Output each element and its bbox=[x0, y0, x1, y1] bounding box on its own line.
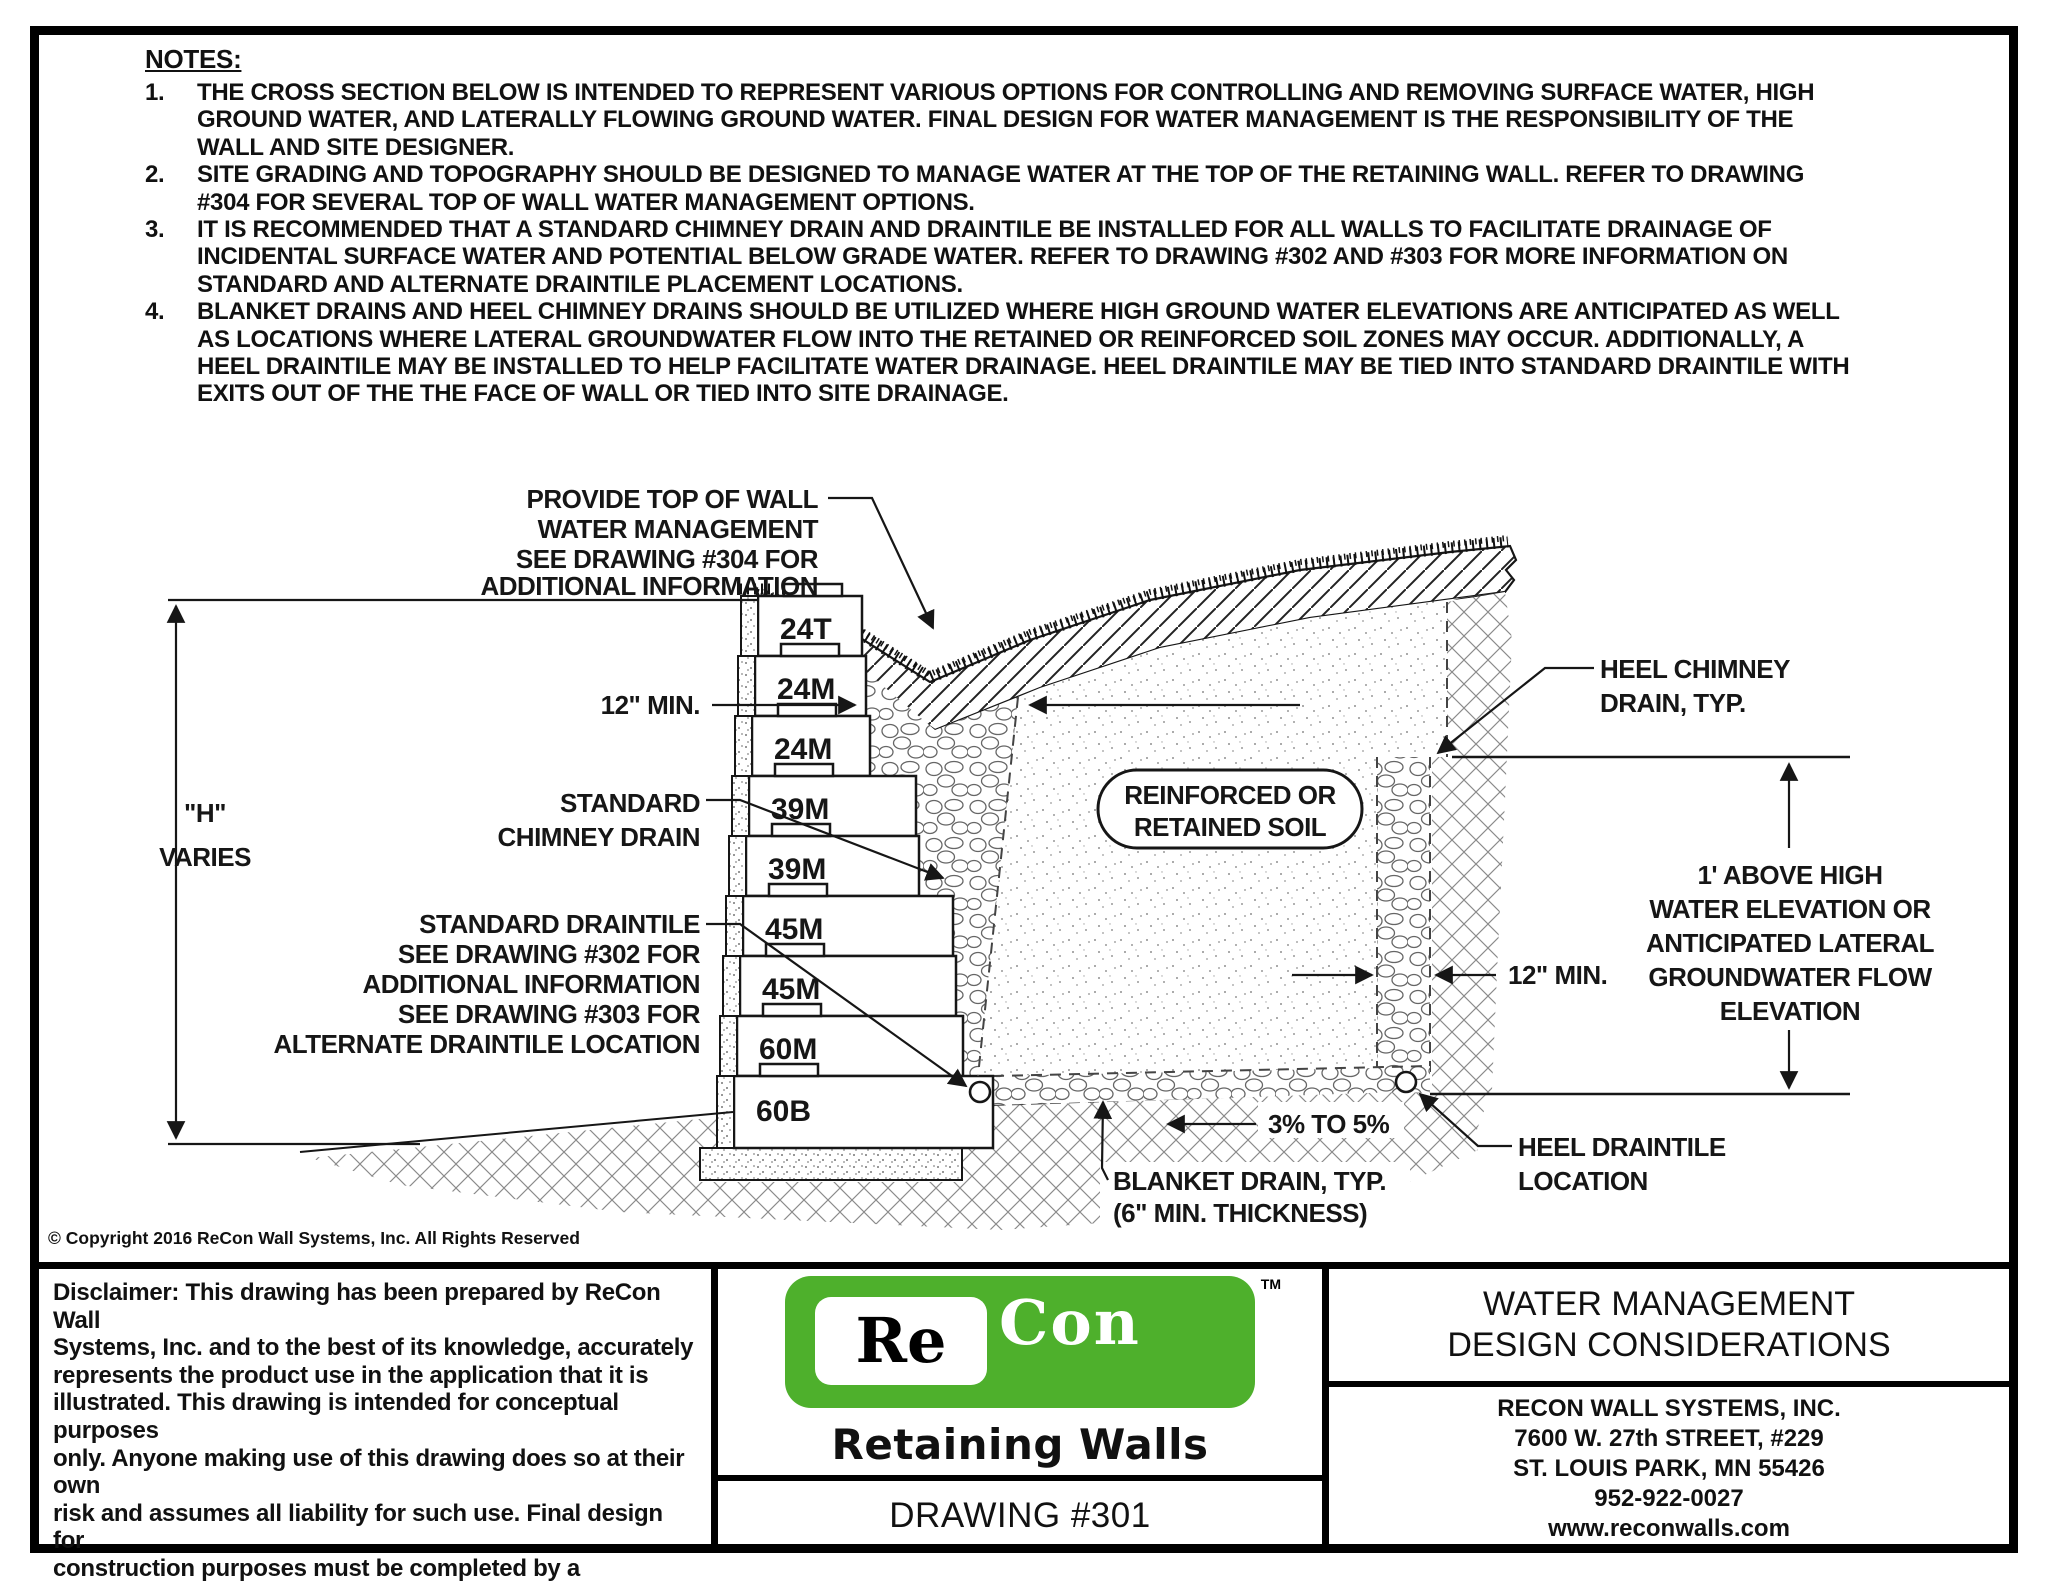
company-city: ST. LOUIS PARK, MN 55426 bbox=[1513, 1455, 1825, 1482]
svg-text:ADDITIONAL INFORMATION: ADDITIONAL INFORMATION bbox=[480, 571, 818, 601]
page-border bbox=[30, 26, 2018, 1553]
company-website: www.reconwalls.com bbox=[1548, 1515, 1790, 1542]
note-number: 4. bbox=[145, 298, 165, 326]
note-item: 1. THE CROSS SECTION BELOW IS INTENDED T… bbox=[145, 79, 1935, 161]
recon-logo-mark: Re Con TM bbox=[785, 1275, 1281, 1408]
standard-draintile-callout: STANDARD DRAINTILE SEE DRAWING #302 FOR … bbox=[273, 909, 968, 1088]
svg-text:GROUNDWATER FLOW: GROUNDWATER FLOW bbox=[1648, 962, 1932, 992]
company-address: RECON WALL SYSTEMS, INC. 7600 W. 27th ST… bbox=[1329, 1381, 2009, 1551]
svg-text:SEE DRAWING #302 FOR: SEE DRAWING #302 FOR bbox=[398, 939, 701, 969]
logo-con-text: Con bbox=[999, 1285, 1141, 1359]
block-label: 45M bbox=[765, 913, 823, 946]
min12-right-dimension: 12" MIN. bbox=[1292, 958, 1616, 992]
label-h: "H" bbox=[184, 798, 226, 828]
block-label: 45M bbox=[762, 973, 820, 1006]
standard-draintile-pipe bbox=[968, 1080, 992, 1104]
svg-text:REINFORCED OR: REINFORCED OR bbox=[1124, 780, 1336, 810]
h-dimension bbox=[166, 598, 757, 1146]
svg-text:12" MIN.: 12" MIN. bbox=[601, 690, 700, 720]
company-street: 7600 W. 27th STREET, #229 bbox=[1514, 1425, 1824, 1452]
svg-text:RETAINED SOIL: RETAINED SOIL bbox=[1134, 812, 1327, 842]
block-label: 39M bbox=[768, 853, 826, 886]
block-label: 60B bbox=[756, 1095, 811, 1128]
block-knobs bbox=[758, 582, 844, 1078]
svg-text:HEEL CHIMNEY: HEEL CHIMNEY bbox=[1600, 654, 1790, 684]
logo-re-text: Re bbox=[855, 1303, 947, 1377]
svg-text:STANDARD: STANDARD bbox=[560, 788, 700, 818]
leveling-pad bbox=[699, 1147, 963, 1181]
svg-text:ALTERNATE DRAINTILE LOCATION: ALTERNATE DRAINTILE LOCATION bbox=[273, 1029, 700, 1059]
svg-text:ADDITIONAL INFORMATION: ADDITIONAL INFORMATION bbox=[362, 969, 700, 999]
slope-callout: 3% TO 5% bbox=[1166, 1102, 1404, 1139]
note-number: 1. bbox=[145, 79, 165, 106]
heel-draintile-pipe bbox=[1394, 1070, 1418, 1094]
grade-line bbox=[299, 1111, 734, 1153]
note-text: SITE GRADING AND TOPOGRAPHY SHOULD BE DE… bbox=[197, 161, 1805, 216]
disclaimer-text: Disclaimer: This drawing has been prepar… bbox=[53, 1279, 694, 1583]
title-block: Disclaimer: This drawing has been prepar… bbox=[39, 1262, 2009, 1583]
svg-text:ANTICIPATED LATERAL: ANTICIPATED LATERAL bbox=[1646, 928, 1935, 958]
reinforced-soil-label: REINFORCED OR RETAINED SOIL bbox=[1096, 768, 1364, 850]
note-text: IT IS RECOMMENDED THAT A STANDARD CHIMNE… bbox=[197, 216, 1788, 298]
notes-section: NOTES: 1. THE CROSS SECTION BELOW IS INT… bbox=[145, 44, 1935, 408]
svg-text:DRAIN, TYP.: DRAIN, TYP. bbox=[1600, 688, 1746, 718]
svg-text:WATER ELEVATION OR: WATER ELEVATION OR bbox=[1649, 894, 1931, 924]
block-facing bbox=[716, 595, 759, 1149]
company-name: RECON WALL SYSTEMS, INC. bbox=[1497, 1395, 1841, 1422]
svg-text:PROVIDE TOP OF WALL: PROVIDE TOP OF WALL bbox=[527, 484, 819, 514]
disclaimer-box: Disclaimer: This drawing has been prepar… bbox=[39, 1269, 718, 1583]
note-text: THE CROSS SECTION BELOW IS INTENDED TO R… bbox=[197, 79, 1815, 161]
sheet-title: WATER MANAGEMENT DESIGN CONSIDERATIONS bbox=[1447, 1285, 1891, 1364]
svg-text:BLANKET DRAIN, TYP.: BLANKET DRAIN, TYP. bbox=[1113, 1166, 1386, 1196]
svg-text:SEE DRAWING #303 FOR: SEE DRAWING #303 FOR bbox=[398, 999, 701, 1029]
label-h-varies: VARIES bbox=[159, 842, 251, 872]
note-number: 2. bbox=[145, 161, 165, 189]
heel-draintile-callout: HEEL DRAINTILE LOCATION bbox=[1418, 1092, 1740, 1198]
block-label: 24T bbox=[780, 613, 832, 646]
svg-text:STANDARD DRAINTILE: STANDARD DRAINTILE bbox=[419, 909, 700, 939]
svg-text:3% TO 5%: 3% TO 5% bbox=[1268, 1109, 1390, 1139]
svg-text:ELEVATION: ELEVATION bbox=[1720, 996, 1860, 1026]
note-text: BLANKET DRAINS AND HEEL CHIMNEY DRAINS S… bbox=[197, 298, 1850, 408]
recon-logo: Re Con TM Retaining Walls bbox=[718, 1269, 1322, 1475]
heel-chimney-drain-stone bbox=[1377, 757, 1430, 1076]
block-label: 24M bbox=[777, 673, 835, 706]
title-info-box: WATER MANAGEMENT DESIGN CONSIDERATIONS R… bbox=[1329, 1269, 2009, 1551]
trademark-symbol: TM bbox=[1260, 1275, 1281, 1292]
logo-tagline: Retaining Walls bbox=[831, 1419, 1209, 1469]
block-60B bbox=[732, 1074, 995, 1150]
svg-text:CHIMNEY DRAIN: CHIMNEY DRAIN bbox=[498, 822, 700, 852]
note-item: 2. SITE GRADING AND TOPOGRAPHY SHOULD BE… bbox=[145, 161, 1935, 216]
block-label: 24M bbox=[774, 733, 832, 766]
logo-box: Re Con TM Retaining Walls DRAWING #301 bbox=[718, 1269, 1329, 1551]
block-label: 60M bbox=[759, 1033, 817, 1066]
chimney-drain-boundary bbox=[977, 696, 1019, 1077]
svg-text:WATER MANAGEMENT: WATER MANAGEMENT bbox=[538, 514, 819, 544]
block-labels: 24T 24M 24M 39M 39M 45M 45M 60M 60B bbox=[756, 613, 835, 1128]
heel-chimney-callout: HEEL CHIMNEY DRAIN, TYP. bbox=[1436, 654, 1791, 755]
svg-text:HEEL DRAINTILE: HEEL DRAINTILE bbox=[1518, 1132, 1726, 1162]
svg-text:1' ABOVE HIGH: 1' ABOVE HIGH bbox=[1697, 860, 1882, 890]
notes-heading: NOTES: bbox=[145, 44, 242, 74]
note-item: 4. BLANKET DRAINS AND HEEL CHIMNEY DRAIN… bbox=[145, 298, 1935, 408]
copyright-text: © Copyright 2016 ReCon Wall Systems, Inc… bbox=[48, 1228, 580, 1248]
standard-chimney-callout: STANDARD CHIMNEY DRAIN bbox=[498, 788, 945, 881]
blanket-drain-callout: BLANKET DRAIN, TYP. (6" MIN. THICKNESS) bbox=[1093, 1100, 1410, 1234]
min12-top-dimension: 12" MIN. bbox=[601, 690, 1300, 720]
svg-text:12" MIN.: 12" MIN. bbox=[1508, 960, 1607, 990]
native-soil-right bbox=[1432, 592, 1512, 1148]
svg-text:LOCATION: LOCATION bbox=[1518, 1166, 1648, 1196]
top-of-wall-callout: PROVIDE TOP OF WALL WATER MANAGEMENT SEE… bbox=[480, 484, 935, 630]
svg-text:SEE DRAWING #304 FOR: SEE DRAWING #304 FOR bbox=[516, 544, 819, 574]
drawing-number: DRAWING #301 bbox=[718, 1475, 1322, 1551]
note-item: 3. IT IS RECOMMENDED THAT A STANDARD CHI… bbox=[145, 216, 1935, 298]
note-number: 3. bbox=[145, 216, 165, 244]
high-water-dimension: 1' ABOVE HIGH WATER ELEVATION OR ANTICIP… bbox=[1430, 755, 1935, 1096]
company-phone: 952-922-0027 bbox=[1594, 1485, 1744, 1512]
svg-text:(6" MIN. THICKNESS): (6" MIN. THICKNESS) bbox=[1113, 1198, 1367, 1228]
block-label: 39M bbox=[771, 793, 829, 826]
